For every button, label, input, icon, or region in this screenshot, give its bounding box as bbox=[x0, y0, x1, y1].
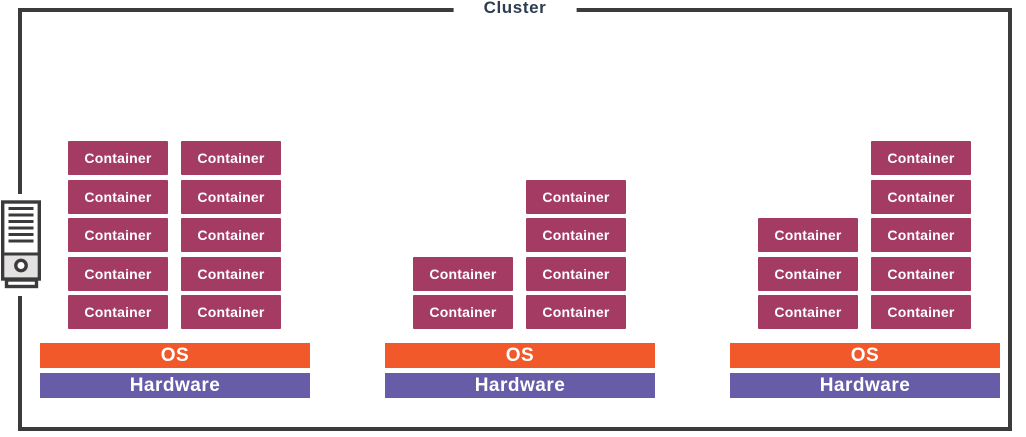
container-box: Container bbox=[871, 218, 971, 252]
os-bar: OS bbox=[385, 343, 655, 368]
container-box: Container bbox=[526, 256, 626, 291]
container-box: Container bbox=[871, 179, 971, 214]
server-tower-icon bbox=[0, 194, 43, 296]
container-box: Container bbox=[526, 179, 626, 214]
container-box: Container bbox=[181, 179, 281, 214]
hardware-bar: Hardware bbox=[385, 373, 655, 398]
container-box: Container bbox=[68, 295, 168, 329]
container-box: Container bbox=[526, 218, 626, 252]
container-box: Container bbox=[181, 141, 281, 175]
os-bar: OS bbox=[40, 343, 310, 368]
container-box: Container bbox=[413, 256, 513, 291]
container-box: Container bbox=[68, 179, 168, 214]
container-box: Container bbox=[413, 295, 513, 329]
container-box: Container bbox=[871, 141, 971, 175]
container-box: Container bbox=[68, 256, 168, 291]
container-box: Container bbox=[181, 256, 281, 291]
container-box: Container bbox=[758, 218, 858, 252]
container-box: Container bbox=[526, 295, 626, 329]
cluster-title: Cluster bbox=[453, 0, 577, 20]
hardware-bar: Hardware bbox=[40, 373, 310, 398]
container-box: Container bbox=[871, 295, 971, 329]
hardware-bar: Hardware bbox=[730, 373, 1000, 398]
os-bar: OS bbox=[730, 343, 1000, 368]
container-box: Container bbox=[758, 256, 858, 291]
container-box: Container bbox=[758, 295, 858, 329]
container-box: Container bbox=[68, 141, 168, 175]
container-box: Container bbox=[68, 218, 168, 252]
container-box: Container bbox=[871, 256, 971, 291]
container-box: Container bbox=[181, 218, 281, 252]
container-box: Container bbox=[181, 295, 281, 329]
